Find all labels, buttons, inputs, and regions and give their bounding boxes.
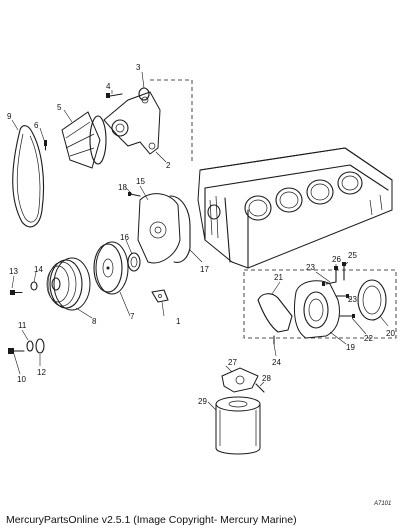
oil-filter-adapter [221, 367, 259, 393]
harmonic-balancer [93, 241, 129, 295]
drive-belt [12, 125, 45, 228]
callout-8: 8 [92, 317, 97, 326]
callout-29: 29 [198, 397, 207, 406]
callout-3: 3 [136, 63, 141, 72]
callout-12: 12 [37, 368, 46, 377]
callout-23b: 23 [348, 295, 357, 304]
callout-7: 7 [130, 312, 135, 321]
callout-26: 26 [332, 255, 341, 264]
callout-27: 27 [228, 358, 237, 367]
water-pump [103, 91, 161, 155]
pulley-bolt [44, 140, 47, 151]
callout-11: 11 [18, 321, 27, 330]
water-pump-pulley [61, 111, 107, 169]
oil-filter [215, 396, 261, 455]
washer-14 [30, 281, 38, 291]
callout-16: 16 [120, 233, 129, 242]
callout-17: 17 [200, 265, 209, 274]
crankshaft-pulley [46, 257, 91, 311]
callout-22: 22 [364, 334, 373, 343]
engine-block [197, 147, 393, 269]
pump-bolt [106, 93, 123, 98]
pulley-bolt-13 [10, 290, 23, 295]
callout-5: 5 [57, 103, 62, 112]
rear-seal-housing [293, 280, 340, 339]
callout-10: 10 [17, 375, 26, 384]
callout-13: 13 [9, 267, 18, 276]
callout-23a: 23 [306, 263, 315, 272]
callout-21: 21 [274, 273, 283, 282]
callout-4: 4 [106, 82, 111, 91]
housing-gasket [257, 293, 293, 333]
callout-2: 2 [166, 161, 171, 170]
timing-cover [137, 193, 181, 264]
cover-gasket [169, 195, 191, 263]
figure-id: A7101 [374, 501, 392, 507]
washer-11 [26, 340, 34, 352]
cover-bolt [128, 192, 141, 197]
callout-labels: 1 2 3 4 5 6 7 8 9 10 11 12 13 14 15 16 1… [7, 63, 395, 406]
callout-6: 6 [34, 121, 39, 130]
callout-28: 28 [262, 374, 271, 383]
adapter-fitting [255, 383, 265, 393]
callout-25: 25 [348, 251, 357, 260]
front-oil-seal [127, 252, 141, 272]
timing-pointer [151, 289, 169, 303]
washer-12 [35, 338, 45, 354]
copyright-footer: MercuryPartsOnline v2.5.1 (Image Copyrig… [6, 514, 297, 526]
balancer-bolt-10 [8, 348, 25, 354]
callout-14: 14 [34, 265, 43, 274]
callout-1: 1 [176, 317, 181, 326]
callout-18: 18 [118, 183, 127, 192]
housing-bolts [322, 262, 355, 318]
callout-19: 19 [346, 343, 355, 352]
callout-20: 20 [386, 329, 395, 338]
callout-24: 24 [272, 358, 281, 367]
leader-lines [11, 71, 389, 411]
rear-main-seal [357, 279, 387, 321]
callout-9: 9 [7, 112, 12, 121]
callout-15: 15 [136, 177, 145, 186]
